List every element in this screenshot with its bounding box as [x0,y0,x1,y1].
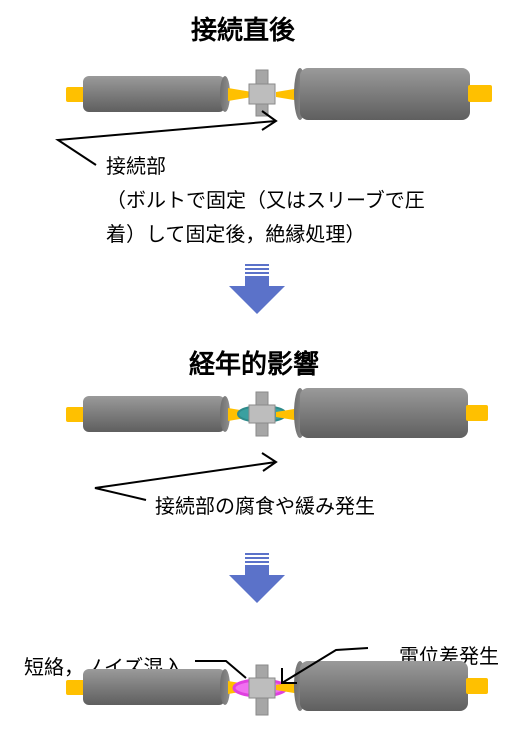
stage2-right-cable [300,388,468,438]
stage1-arrowhead [261,110,278,131]
stage2-left-cable-end [220,396,230,432]
stage2-arrowhead [261,452,278,472]
stage1-right-cable [300,68,470,120]
stage2-left-conductor-tip [66,407,86,422]
stage2-cable-assembly [66,388,488,438]
stage3-right-conductor-tip [466,678,488,694]
stage3-cable-assembly [66,661,488,716]
stage1-left-conductor-wire [228,88,252,101]
stage3-left-cable [83,669,225,705]
stage1-cable-assembly [66,68,492,120]
stage1-left-conductor-tip [66,87,86,102]
stage3-joint-body [248,677,276,699]
stage3-short-circuit-leader [195,660,247,679]
stage2-right-conductor-tip [466,405,488,421]
stage3-right-cable [300,661,468,711]
down-arrow-1 [229,264,285,314]
stage1-left-cable-end [220,76,230,112]
stage1-right-conductor-wire [276,88,300,101]
stage1-left-cable [83,76,225,112]
stage1-label-line1: 接続部 [106,154,166,178]
stage1-title: 接続直後 [191,16,296,46]
stage3-left-conductor-tip [66,680,86,695]
stage1-right-conductor-tip [468,85,492,102]
stage3-potential-arrowhead [281,668,297,684]
stage1-joint-body [248,83,276,105]
stage3-potential-pointer [281,647,369,684]
stage1-label-line2: （ボルトで固定（又はスリーブで圧 [106,188,425,212]
stage2-title: 経年的影響 [189,350,320,380]
stage2-joint-body [248,404,276,424]
stage2-right-conductor-wire [276,408,300,421]
stage1-pointer-arrow [55,120,277,166]
stage2-pointer-arrow [94,461,277,501]
stage1-label-line3: 着）して固定後，絶縁処理） [106,222,366,246]
stage2-label: 接続部の腐食や緩み発生 [155,494,375,518]
stage3-right-conductor-wire [276,681,300,694]
stage2-left-cable [83,396,225,432]
down-arrow-2 [229,553,285,603]
stage3-left-cable-end [220,669,230,705]
